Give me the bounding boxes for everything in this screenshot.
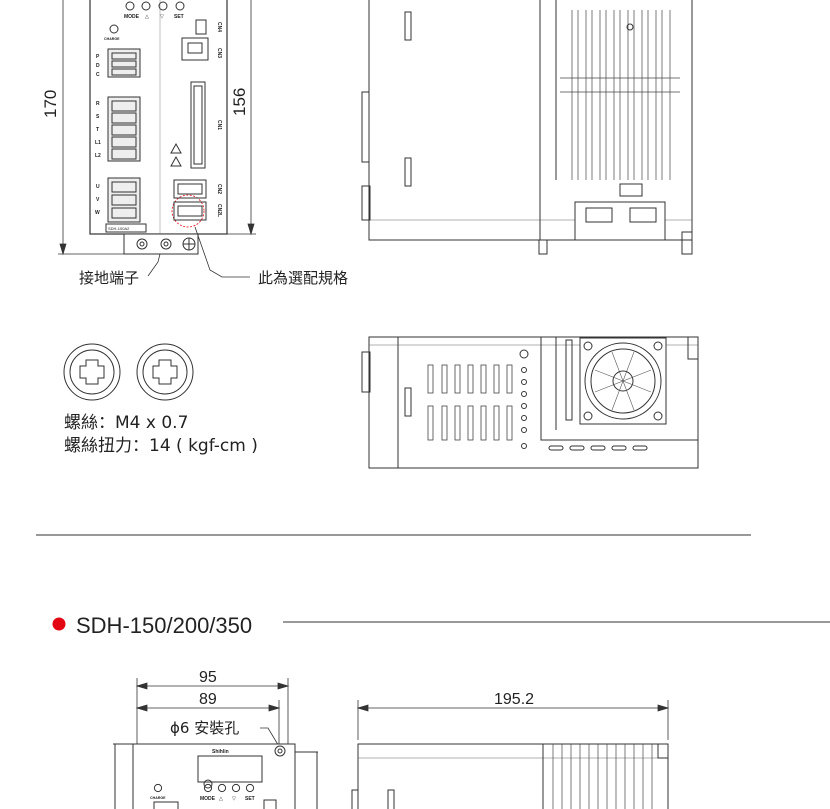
screw-icons [63,343,194,401]
side-view-top [361,0,693,255]
cn2-label: CN2 [216,184,222,194]
mount-hole-leader [260,727,281,749]
cn3-label: CN3 [216,48,222,58]
section-heading: SDH-150/200/350 [76,613,252,638]
r-label: R [96,101,100,107]
w-label: W [95,210,100,216]
cn2l-label: CN2L [216,204,222,217]
charge-label-2: CHARGE [150,796,166,800]
dim-195-2: 195.2 [494,691,534,708]
height-dimensions [58,0,256,256]
p-label: P [96,54,100,60]
side-view-bottom [351,743,669,809]
dim-95: 95 [199,669,217,686]
down-label-2: ▽ [232,796,236,802]
model-label: SDH-100A2 [108,226,130,231]
front-panel-labels: MODE △ ▽ SET CHARGE P D C R S T L1 L2 U … [95,14,222,231]
front-panel-labels-bottom: Shihlin CHARGE MODE △ ▽ SET [150,749,255,802]
front-view-top [89,0,228,255]
mount-hole-callout: ϕ6 安裝孔 [170,719,239,737]
dim-89: 89 [199,691,217,708]
c-label: C [96,72,100,78]
front-view-bottom [113,743,318,809]
cn4-label: CN4 [216,22,222,32]
screw-torque: 螺絲扭力：14 ( kgf-cm ) [64,436,258,456]
callout-leaders [147,226,250,278]
depth-dimension [356,700,670,740]
s-label: S [96,114,100,120]
screw-head-icon [63,343,121,401]
ground-terminal-callout: 接地端子 [79,269,139,287]
option-spec-callout: 此為選配規格 [258,269,348,287]
up-label: △ [145,14,149,20]
up-label-2: △ [219,796,223,802]
bottom-view [361,336,699,469]
mode-label: MODE [124,14,140,20]
set-label-2: SET [245,796,255,802]
screw-head-icon [136,343,194,401]
mode-label-2: MODE [200,796,216,802]
set-label: SET [174,14,184,20]
screw-spec: 螺絲：M4 x 0.7 [64,413,188,433]
d-label: D [96,63,100,69]
brand-label: Shihlin [212,749,229,755]
dim-170: 170 [41,90,60,118]
section-bullet-icon [52,617,66,631]
charge-label: CHARGE [104,37,120,41]
cn1-label: CN1 [216,120,222,130]
dim-156: 156 [230,88,249,116]
down-label: ▽ [160,14,164,20]
u-label: U [96,184,100,190]
l1-label: L1 [95,140,101,146]
t-label: T [96,127,99,133]
v-label: V [96,197,100,203]
l2-label: L2 [95,153,101,159]
